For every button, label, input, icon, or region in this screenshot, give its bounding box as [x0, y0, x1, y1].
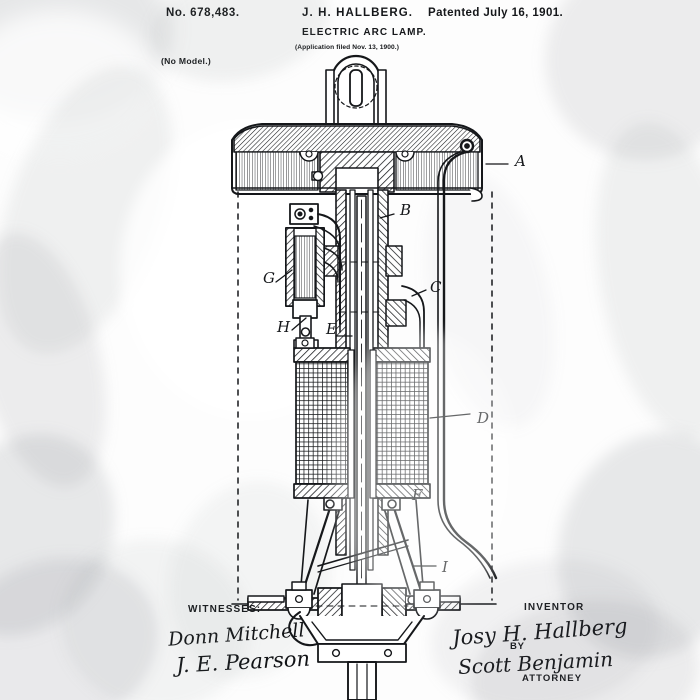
- inventor-label: INVENTOR: [524, 602, 585, 613]
- application-line: (Application filed Nov. 13, 1900.): [295, 44, 400, 51]
- reference-letter-H: H: [276, 318, 291, 336]
- witnesses-label: WITNESSES:: [188, 604, 262, 615]
- patented-date: Patented July 16, 1901.: [428, 7, 564, 19]
- suspension-ring: [325, 54, 387, 130]
- base-assembly: [231, 581, 497, 700]
- coil-leads: [401, 285, 425, 353]
- dashpot-assembly: [285, 203, 343, 349]
- lamp-top-cover: [231, 123, 483, 202]
- inventor-name: J. H. HALLBERG.: [302, 7, 414, 19]
- fabric-fold: [420, 544, 670, 700]
- by-label: BY: [510, 641, 525, 652]
- reference-letter-I: I: [441, 558, 449, 576]
- reference-letter-E: E: [325, 320, 337, 338]
- reference-letter-F: F: [411, 486, 423, 504]
- construction-dashed-lines: [237, 191, 493, 601]
- fabric-highlight: [330, 330, 520, 610]
- reference-letter-D: D: [476, 409, 489, 427]
- globe-wall: [437, 138, 498, 580]
- fabric-fold: [140, 0, 340, 98]
- model-note: (No Model.): [161, 56, 212, 66]
- attorney-label: ATTORNEY: [522, 673, 583, 684]
- frame-legs: [299, 497, 425, 599]
- reference-letter-group: A B C G H E D F I: [263, 152, 526, 576]
- reference-letter-G: G: [263, 269, 275, 287]
- reference-letter-B: B: [399, 201, 411, 219]
- reference-letter-A: A: [513, 152, 526, 170]
- patent-number: No. 678,483.: [166, 7, 240, 19]
- solenoid-coils: [293, 337, 431, 499]
- fabric-fold: [42, 519, 268, 700]
- reference-letter-C: C: [430, 278, 442, 296]
- invention-title: ELECTRIC ARC LAMP.: [302, 27, 427, 38]
- leader-lines: [275, 163, 509, 567]
